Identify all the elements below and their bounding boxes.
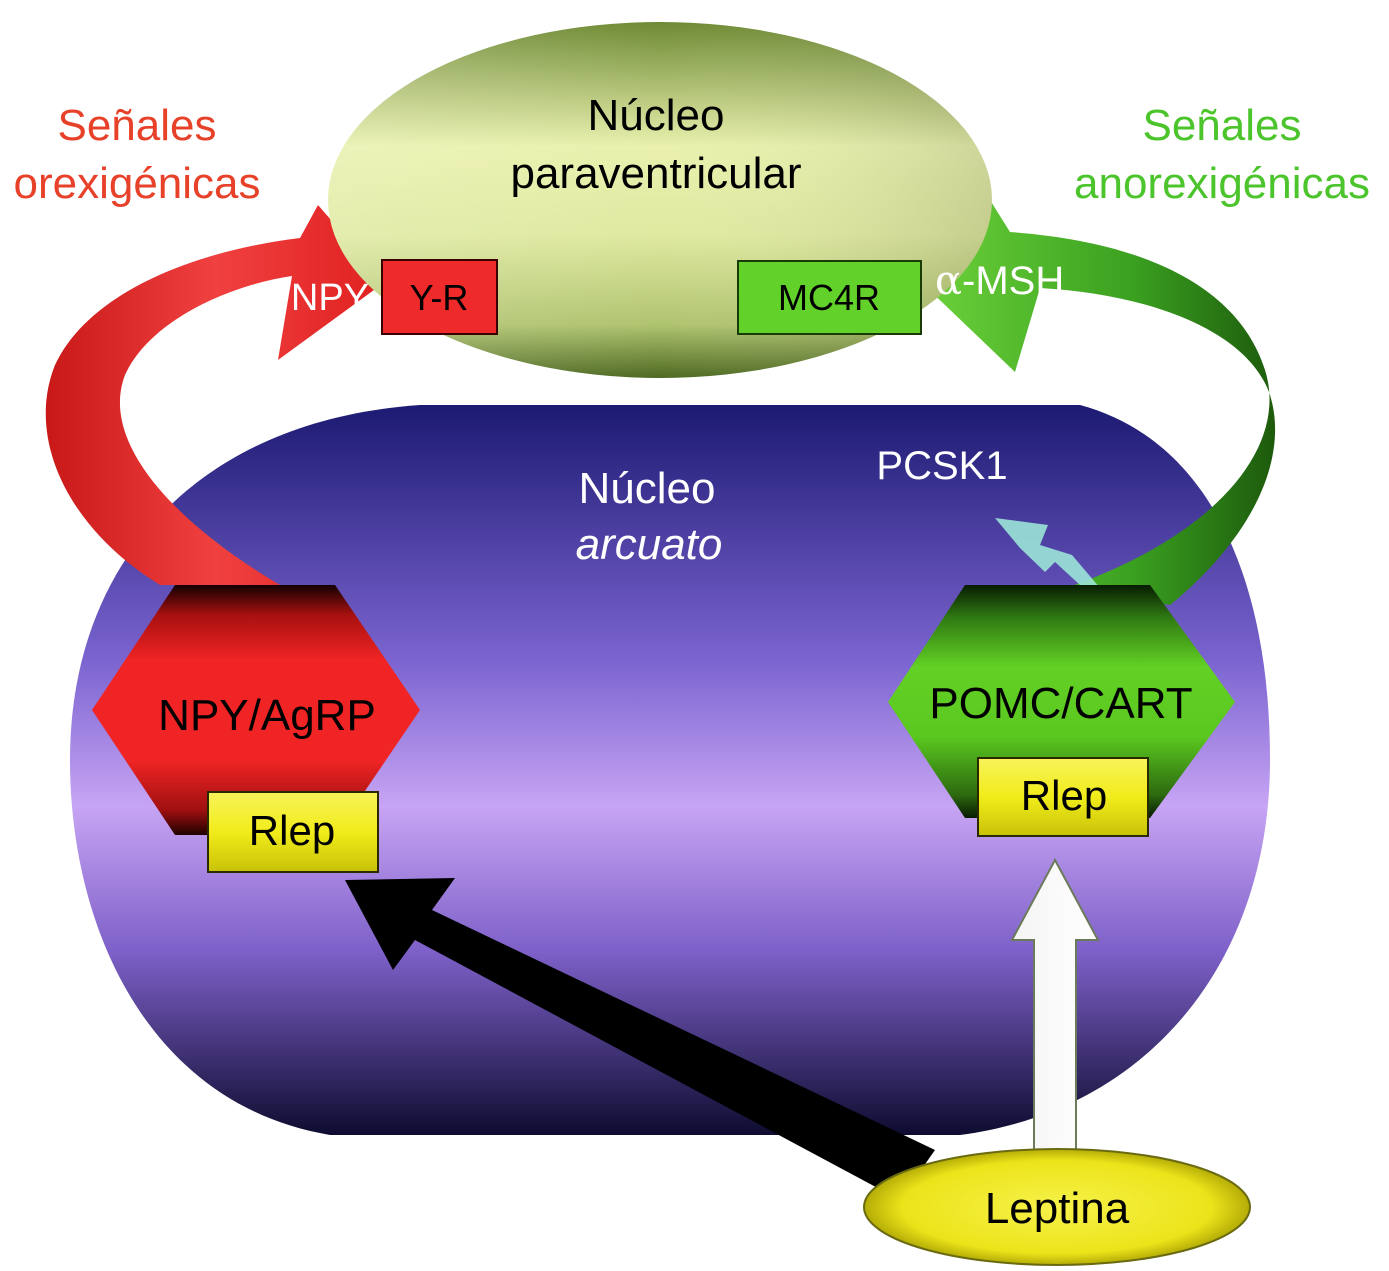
orexigenic-arrow xyxy=(45,205,386,585)
alpha-symbol: α xyxy=(935,258,962,304)
arcuate-label-line2: arcuato xyxy=(576,520,723,569)
anorexigenic-label-line2: anorexigénicas xyxy=(1074,159,1370,208)
pomc-cart-label: POMC/CART xyxy=(929,679,1192,728)
rlep-box-right xyxy=(977,757,1149,837)
leptina-node xyxy=(863,1148,1251,1266)
mc4r-receptor-box xyxy=(737,260,922,335)
anorexigenic-label-line1: Señales xyxy=(1142,101,1301,150)
alpha-msh-label: α-MSH xyxy=(935,258,1064,304)
npy-agrp-neuron xyxy=(92,585,420,835)
npy-agrp-label: NPY/AgRP xyxy=(158,691,376,740)
pcsk1-label: PCSK1 xyxy=(876,444,1007,488)
npy-label: NPY xyxy=(291,277,369,319)
orexigenic-label-line2: orexigénicas xyxy=(13,159,260,208)
pcsk1-spark-icon xyxy=(995,518,1100,588)
orexigenic-label-line1: Señales xyxy=(57,101,216,150)
msh-text: -MSH xyxy=(962,259,1064,303)
mc4r-label: MC4R xyxy=(778,277,880,318)
leptina-label: Leptina xyxy=(985,1184,1130,1233)
rlep-right-label: Rlep xyxy=(1021,772,1107,819)
leptin-to-npy-arrow xyxy=(345,878,935,1200)
rlep-box-left xyxy=(207,791,379,873)
rlep-left-label: Rlep xyxy=(249,807,335,854)
leptin-to-pomc-arrow xyxy=(1010,857,1100,1161)
arcuate-label-line1: Núcleo xyxy=(579,464,716,513)
yr-receptor-box xyxy=(381,259,498,335)
pvn-label-line2: paraventricular xyxy=(510,149,801,198)
pvn-label-line1: Núcleo xyxy=(588,91,725,140)
anorexigenic-arrow xyxy=(922,200,1276,605)
yr-label: Y-R xyxy=(410,277,469,318)
